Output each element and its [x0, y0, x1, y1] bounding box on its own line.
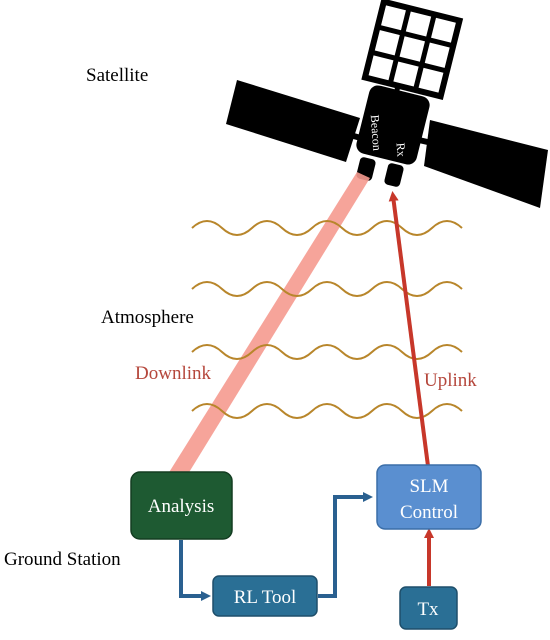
analysis-to-rltool-connector: [179, 540, 211, 601]
atmosphere-waves: [191, 220, 463, 419]
rx-label: Rx: [394, 142, 409, 157]
satellite: Beacon Rx: [226, 0, 548, 208]
wave-4: [191, 403, 463, 419]
slm-control-box: SLM Control: [376, 464, 482, 530]
wave-1: [191, 220, 463, 236]
atmosphere-title: Atmosphere: [101, 307, 194, 328]
beacon-label: Beacon: [368, 114, 384, 151]
downlink-label: Downlink: [135, 363, 212, 384]
antenna-grid-panel: [361, 0, 464, 100]
rltool-to-slm-connector: [318, 492, 373, 598]
satellite-body: [356, 85, 430, 165]
tx-label: Tx: [417, 599, 439, 620]
analysis-box: Analysis: [130, 471, 233, 540]
slm-control-label-line1: SLM: [409, 476, 448, 497]
rl-tool-label: RL Tool: [234, 587, 297, 608]
tx-box: Tx: [399, 586, 458, 630]
downlink-beam: [168, 172, 370, 474]
uplink-arrow: [388, 191, 430, 467]
ground-station-title: Ground Station: [4, 549, 121, 570]
rx-port: [384, 163, 404, 187]
analysis-label: Analysis: [148, 496, 215, 517]
uplink-label: Uplink: [424, 370, 477, 391]
wave-3: [191, 344, 463, 360]
left-solar-panel: [226, 80, 360, 162]
satellite-title: Satellite: [86, 65, 148, 86]
wave-2: [191, 281, 463, 297]
slm-control-label-line2: Control: [400, 502, 458, 523]
right-solar-panel: [424, 120, 548, 208]
rl-tool-box: RL Tool: [212, 575, 318, 617]
